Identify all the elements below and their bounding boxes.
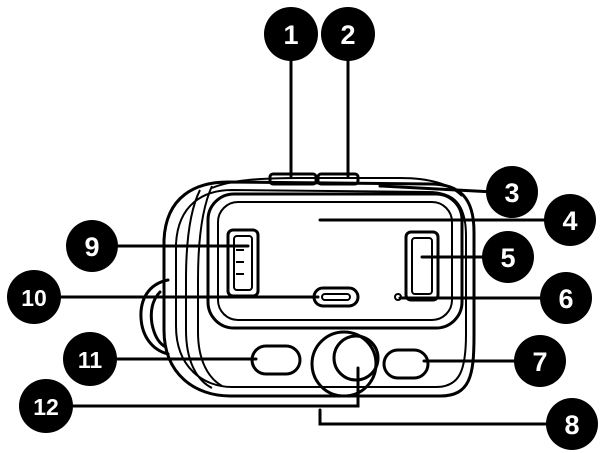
- plug-body: [139, 278, 170, 356]
- callout-label-12: 12: [33, 394, 59, 420]
- callout-12: 12: [19, 379, 73, 433]
- callout-2: 2: [321, 7, 375, 61]
- callout-label-9: 9: [84, 232, 99, 262]
- callout-7: 7: [514, 335, 566, 387]
- usb-a-port-left: [226, 228, 260, 298]
- display-panel: [206, 192, 464, 330]
- housing: [162, 180, 476, 398]
- callout-label-10: 10: [21, 285, 47, 311]
- left-button: [250, 344, 302, 376]
- usb-c-port: [312, 286, 360, 308]
- callout-label-3: 3: [504, 178, 519, 208]
- top-button-2: [316, 172, 360, 186]
- callout-11: 11: [63, 332, 117, 386]
- callout-3: 3: [486, 166, 538, 218]
- top-lip: [211, 177, 463, 197]
- callout-label-1: 1: [283, 20, 298, 50]
- callout-5: 5: [482, 231, 534, 283]
- callout-label-2: 2: [340, 20, 355, 50]
- control-knob: [310, 330, 380, 398]
- callout-4: 4: [544, 194, 596, 246]
- callout-10: 10: [7, 270, 61, 324]
- right-button: [382, 348, 430, 380]
- usb-a-port-right: [404, 230, 440, 302]
- callout-1: 1: [264, 7, 318, 61]
- callout-label-4: 4: [562, 206, 577, 236]
- callout-label-8: 8: [564, 410, 579, 440]
- callout-label-11: 11: [78, 347, 103, 373]
- callout-label-5: 5: [500, 243, 515, 273]
- callout-9: 9: [66, 220, 118, 272]
- callout-8: 8: [546, 398, 598, 450]
- leader-lines: [58, 56, 555, 426]
- top-button-1: [268, 172, 318, 186]
- callout-6: 6: [540, 272, 592, 324]
- callout-label-6: 6: [558, 284, 573, 314]
- usb-c-port-inner: [321, 293, 351, 301]
- callout-label-7: 7: [532, 347, 547, 377]
